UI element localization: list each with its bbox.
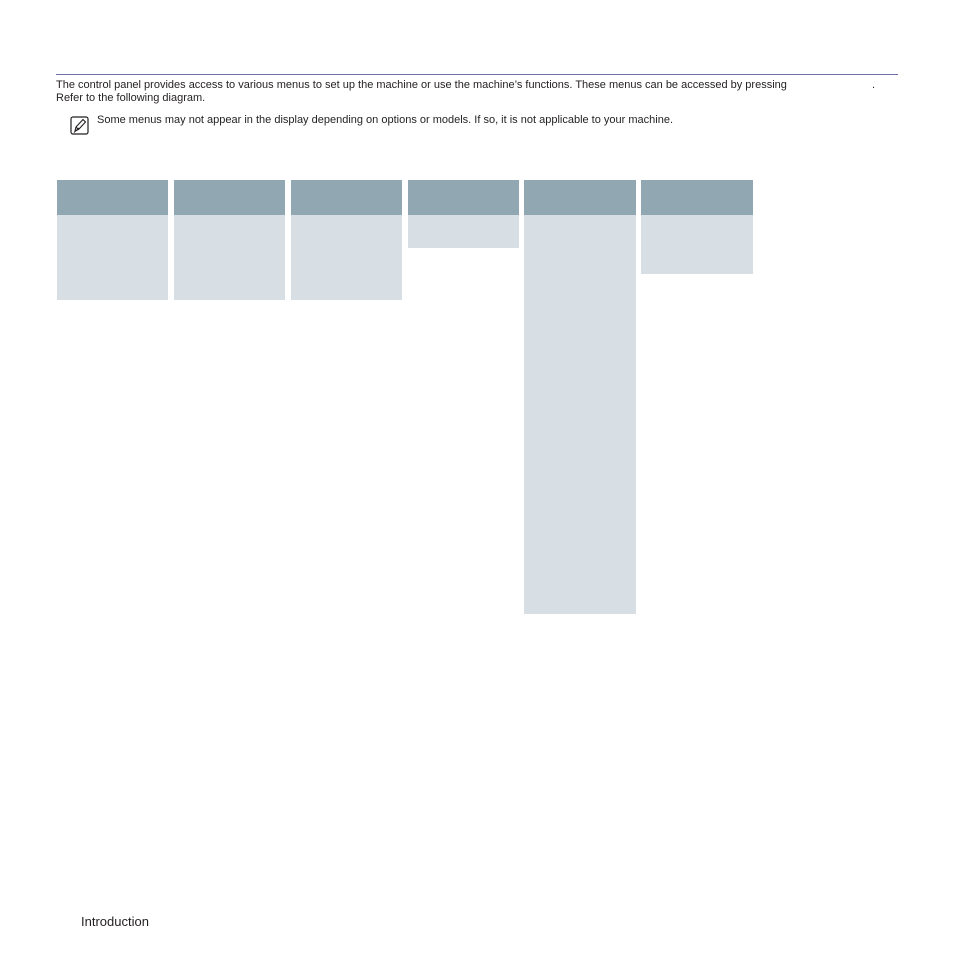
menu-column-header xyxy=(57,180,168,215)
menu-column-3 xyxy=(291,180,402,300)
intro-line-2: Refer to the following diagram. xyxy=(56,92,206,104)
menu-column-header xyxy=(524,180,636,215)
intro-paragraph: The control panel provides access to var… xyxy=(56,79,898,105)
menu-column-body xyxy=(174,215,285,300)
menu-column-4 xyxy=(408,180,519,248)
menu-column-2 xyxy=(174,180,285,300)
note-text: Some menus may not appear in the display… xyxy=(97,114,674,126)
menu-column-5 xyxy=(524,180,636,614)
intro-line-1: The control panel provides access to var… xyxy=(56,79,787,91)
menu-column-header xyxy=(641,180,753,215)
menu-column-body xyxy=(408,215,519,248)
menu-column-1 xyxy=(57,180,168,300)
menu-column-body xyxy=(291,215,402,300)
menu-column-body xyxy=(57,215,168,300)
menu-column-body xyxy=(641,215,753,274)
note-pencil-icon xyxy=(70,116,89,135)
menu-column-header xyxy=(174,180,285,215)
footer-section-label: Introduction xyxy=(81,914,149,929)
intro-line-1-tail: . xyxy=(872,79,876,91)
menu-column-6 xyxy=(641,180,753,274)
menu-column-header xyxy=(408,180,519,215)
header-rule xyxy=(56,74,898,75)
menu-column-body xyxy=(524,215,636,614)
menu-column-header xyxy=(291,180,402,215)
